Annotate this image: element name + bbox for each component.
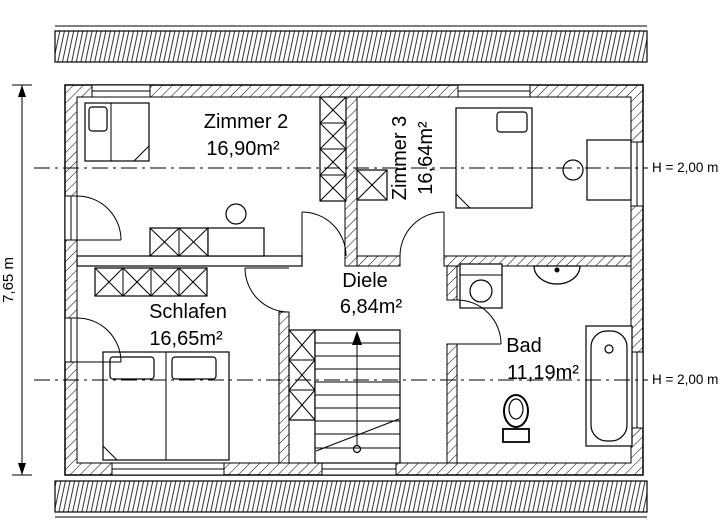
bathtub-icon bbox=[585, 325, 633, 447]
chimney-shaft-top bbox=[319, 96, 347, 202]
height-label-lower: H = 2,00 m bbox=[652, 372, 718, 387]
casement-left-schlafen bbox=[76, 317, 122, 363]
interior-walls bbox=[76, 96, 632, 464]
room-label-diele: Diele 6,84m² bbox=[340, 270, 403, 318]
room-name: Schlafen bbox=[149, 301, 227, 323]
chimney-shaft-stairs bbox=[288, 329, 316, 421]
window-bottom-schlafen bbox=[111, 462, 225, 476]
desk-zimmer3-icon bbox=[562, 139, 632, 201]
chimney-shaft-side bbox=[356, 169, 388, 201]
casement-left-zimmer2 bbox=[76, 195, 122, 241]
window-top-zimmer3 bbox=[457, 84, 531, 98]
room-label-schlafen: Schlafen 16,65m² bbox=[149, 301, 227, 350]
desk-zimmer2-icon bbox=[207, 203, 265, 257]
wardrobe-zimmer2-icon bbox=[149, 227, 209, 257]
bed-schlafen-icon bbox=[102, 351, 230, 461]
room-label-bad: Bad 11,19m² bbox=[506, 335, 579, 384]
door-zimmer3 bbox=[399, 211, 445, 257]
window-top-zimmer2 bbox=[91, 84, 151, 98]
room-area: 16,90m² bbox=[206, 138, 280, 160]
room-name: Bad bbox=[506, 335, 542, 357]
room-name: Zimmer 3 bbox=[389, 116, 411, 200]
room-area: 6,84m² bbox=[340, 296, 403, 318]
toilet-icon bbox=[502, 394, 530, 443]
window-bottom-stairs bbox=[321, 462, 397, 476]
door-zimmer2 bbox=[301, 211, 347, 257]
chair-zimmer2-icon bbox=[225, 203, 247, 225]
stairs bbox=[314, 329, 401, 464]
sink-icon bbox=[533, 265, 581, 285]
room-label-zimmer2: Zimmer 2 16,90m² bbox=[204, 111, 288, 160]
height-line-upper: H = 2,00 m bbox=[34, 160, 718, 175]
door-bad bbox=[456, 299, 502, 345]
door-schlafen bbox=[244, 267, 290, 313]
height-line-lower: H = 2,00 m bbox=[34, 372, 718, 387]
window-right-bad bbox=[630, 351, 644, 429]
window-right-zimmer3 bbox=[630, 141, 644, 207]
stair-walk-line bbox=[352, 331, 362, 454]
room-name: Diele bbox=[342, 270, 388, 292]
room-name: Zimmer 2 bbox=[204, 111, 288, 133]
height-label-upper: H = 2,00 m bbox=[652, 160, 718, 175]
roof-band-bottom bbox=[54, 480, 648, 518]
room-area: 16,65m² bbox=[149, 328, 223, 350]
dimension-arrow-top-icon bbox=[18, 85, 26, 97]
wardrobe-schlafen-icon bbox=[94, 267, 208, 297]
room-area: 11,19m² bbox=[507, 362, 579, 384]
window-left-zimmer2 bbox=[64, 195, 78, 241]
dimension-label: 7,65 m bbox=[0, 257, 17, 303]
bed-zimmer3-icon bbox=[455, 107, 533, 209]
chair-zimmer3-icon bbox=[562, 159, 584, 181]
roof-band-top bbox=[54, 25, 648, 63]
window-left-schlafen bbox=[64, 317, 78, 363]
stair-direction-arrow-icon bbox=[352, 331, 362, 345]
room-label-zimmer3: Zimmer 3 16,64m² bbox=[389, 116, 437, 200]
bed-zimmer2-icon bbox=[84, 102, 150, 162]
room-area: 16,64m² bbox=[415, 121, 437, 195]
dimension-line: 7,65 m bbox=[0, 84, 32, 476]
dimension-arrow-bottom-icon bbox=[18, 463, 26, 475]
